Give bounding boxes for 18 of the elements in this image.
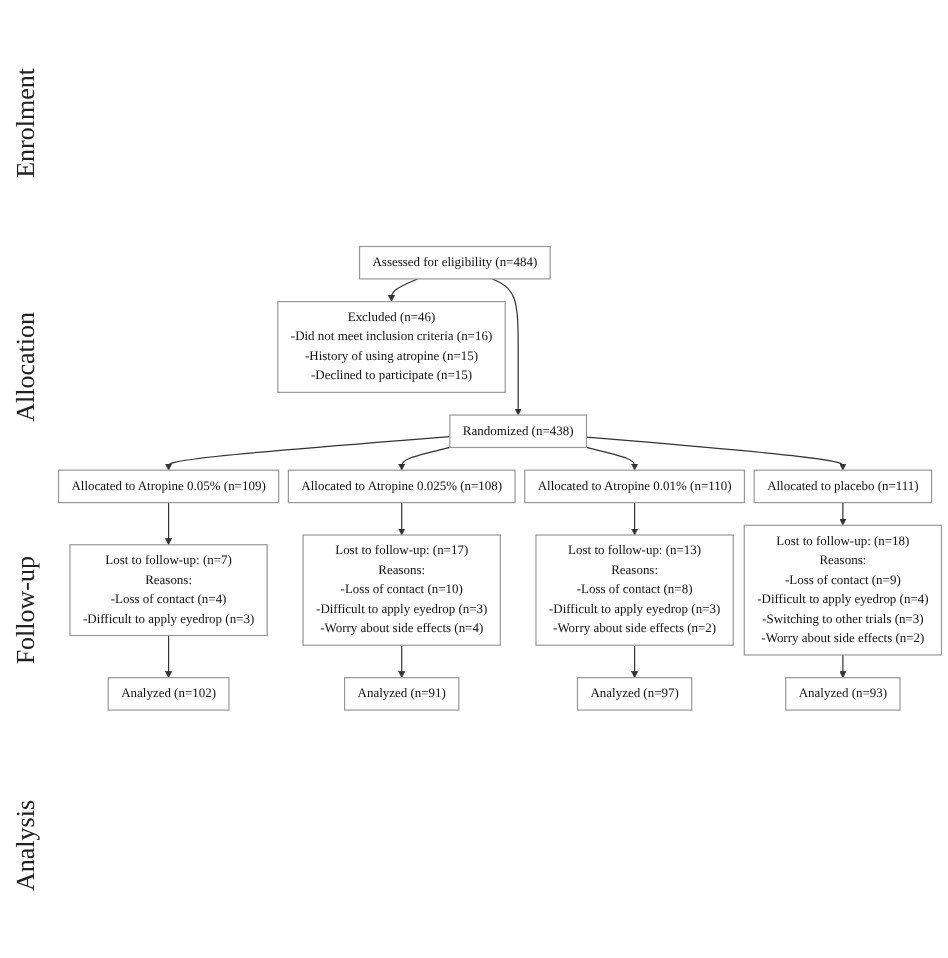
arrow (585, 437, 847, 472)
arrow (631, 502, 639, 537)
arrow (398, 645, 406, 679)
arrow (631, 645, 639, 679)
arrow (839, 502, 847, 527)
stage-label: Analysis (10, 799, 42, 891)
arrow (165, 502, 173, 546)
arrow (165, 635, 173, 679)
arrow (387, 279, 419, 303)
stage-label: Enrolment (10, 67, 42, 178)
arrow (585, 447, 639, 472)
arrow (839, 655, 847, 679)
arrow (398, 502, 406, 537)
stage-label: Follow-up (10, 556, 42, 665)
stage-label: Allocation (10, 311, 42, 422)
arrow (491, 279, 522, 417)
arrow (165, 436, 451, 472)
arrow (398, 447, 451, 472)
